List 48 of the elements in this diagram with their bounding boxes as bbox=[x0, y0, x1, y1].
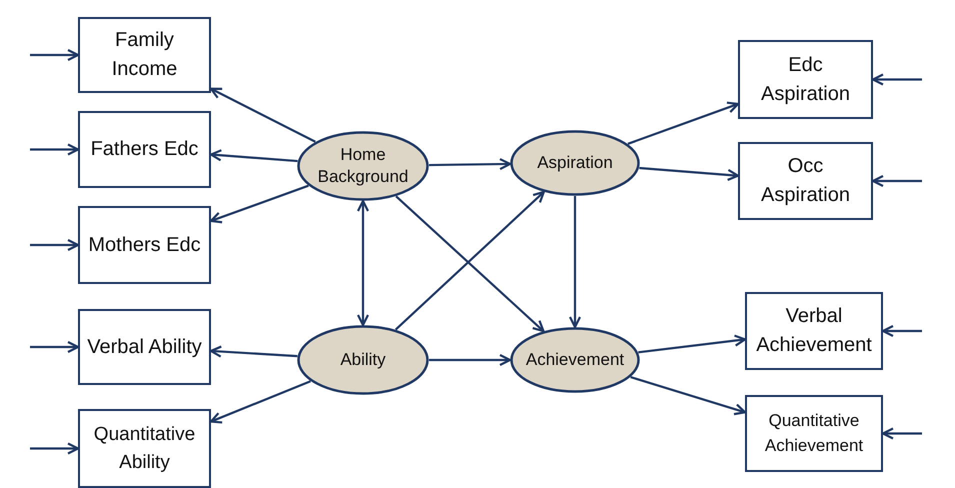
arrow bbox=[30, 48, 80, 62]
latent-variable-ellipse bbox=[297, 131, 429, 201]
node-label: Ability bbox=[339, 348, 387, 371]
node-label: Achievement bbox=[524, 348, 626, 371]
arrow bbox=[429, 354, 512, 366]
latent-variable-ellipse bbox=[510, 327, 640, 393]
observed-variable-box bbox=[78, 206, 211, 284]
observed-variable-box bbox=[738, 40, 873, 119]
observed-variable-box bbox=[78, 409, 211, 488]
arrow bbox=[210, 88, 316, 143]
observed-variable-box bbox=[745, 292, 883, 370]
node-label: Occ Aspiration bbox=[760, 154, 851, 208]
observed-variable-box bbox=[78, 309, 211, 385]
arrow bbox=[30, 340, 80, 354]
arrow bbox=[30, 143, 80, 156]
latent-variable-ellipse bbox=[510, 130, 640, 196]
arrow bbox=[428, 158, 512, 170]
node-label: Verbal Ability bbox=[86, 334, 203, 360]
arrow bbox=[356, 200, 370, 326]
arrow bbox=[872, 174, 922, 188]
node-label: Aspiration bbox=[536, 152, 614, 174]
observed-variable-box bbox=[745, 395, 883, 472]
arrow bbox=[210, 380, 311, 424]
arrow bbox=[30, 238, 80, 252]
node-label: Quantitative Ability bbox=[92, 422, 196, 474]
node-label: Edc Aspiration bbox=[760, 52, 851, 106]
arrow bbox=[568, 196, 582, 328]
arrow bbox=[872, 73, 922, 86]
node-label: Home Background bbox=[316, 144, 410, 188]
observed-variable-box bbox=[78, 17, 211, 93]
arrow bbox=[30, 442, 80, 455]
node-label: Quantitative Achievement bbox=[764, 410, 864, 456]
arrow bbox=[882, 324, 922, 338]
observed-variable-box bbox=[738, 142, 873, 220]
arrow bbox=[882, 427, 922, 440]
arrow bbox=[630, 376, 746, 416]
arrow bbox=[639, 166, 740, 182]
node-label: Fathers Edc bbox=[90, 137, 200, 162]
node-label: Mothers Edc bbox=[87, 232, 202, 258]
arrow bbox=[210, 184, 309, 224]
arrow bbox=[638, 334, 746, 354]
observed-variable-box bbox=[78, 111, 211, 188]
latent-variable-ellipse bbox=[297, 325, 429, 395]
arrow bbox=[210, 149, 298, 162]
node-label: Verbal Achievement bbox=[755, 304, 873, 358]
node-label: Family Income bbox=[110, 28, 178, 82]
arrow bbox=[210, 345, 298, 358]
arrow bbox=[628, 102, 740, 145]
